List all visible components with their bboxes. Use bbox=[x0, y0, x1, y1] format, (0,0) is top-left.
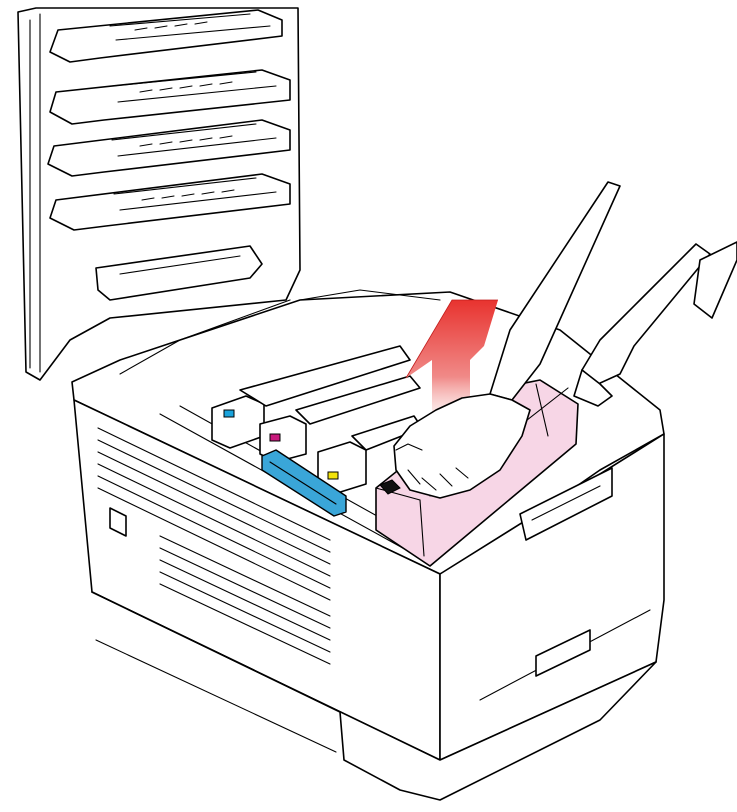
yellow-marker-icon bbox=[327, 471, 339, 480]
side-vent bbox=[97, 427, 331, 665]
lift-arrow-icon bbox=[406, 300, 498, 440]
led-head-bar bbox=[49, 69, 291, 125]
magenta-marker-icon bbox=[269, 433, 281, 442]
paper-tray-handle bbox=[535, 629, 591, 677]
side-handle bbox=[519, 467, 613, 541]
top-cover bbox=[17, 7, 301, 381]
led-head-bar bbox=[49, 173, 291, 231]
led-head-bar bbox=[47, 119, 291, 177]
led-head-bar bbox=[49, 9, 283, 63]
power-switch bbox=[109, 507, 127, 537]
hand-icon bbox=[393, 181, 737, 499]
image-drum-cartridges bbox=[211, 345, 423, 517]
cyan-marker-icon bbox=[223, 409, 235, 418]
